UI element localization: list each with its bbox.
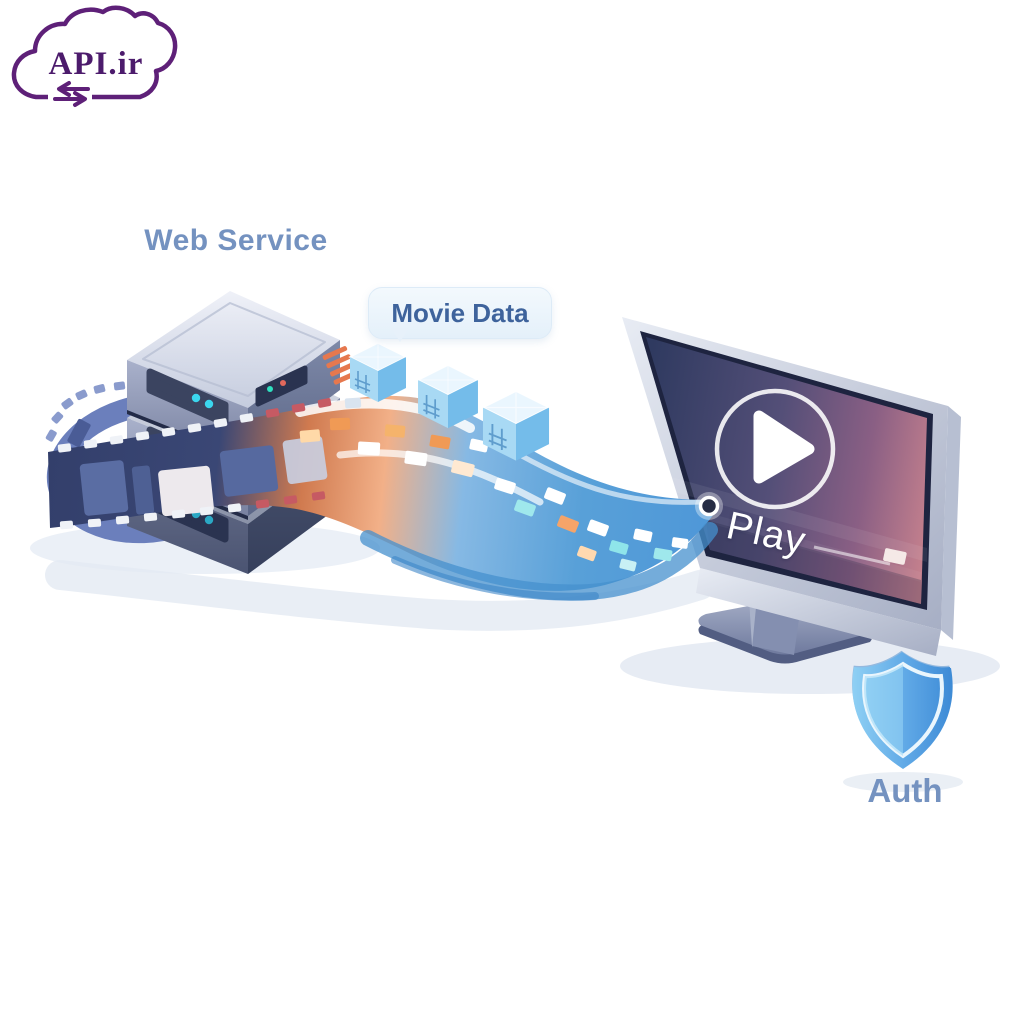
movie-data-label: Movie Data bbox=[391, 297, 529, 328]
web-service-label: Web Service bbox=[144, 224, 328, 257]
data-cube-icon bbox=[348, 342, 408, 402]
monitor-side-edge bbox=[941, 406, 961, 640]
shield-highlight bbox=[864, 664, 903, 756]
auth-label: Auth bbox=[867, 772, 943, 809]
stream-entry-dot-icon bbox=[695, 492, 723, 520]
screen-bottom-shade bbox=[706, 520, 921, 604]
auth-shield-icon bbox=[852, 650, 953, 769]
film-frames bbox=[79, 435, 328, 517]
stream-packets bbox=[299, 397, 689, 572]
data-stream-icon bbox=[48, 395, 723, 601]
sync-arrows-icon bbox=[53, 81, 90, 107]
monitor-icon bbox=[622, 317, 961, 664]
film-strip-icon bbox=[48, 395, 714, 591]
progress-bar-icon[interactable] bbox=[813, 545, 907, 566]
data-cube-icon bbox=[480, 390, 552, 461]
data-cube-icon bbox=[416, 364, 480, 429]
film-sprockets-top bbox=[57, 398, 332, 453]
monitor-bottom-bezel bbox=[696, 568, 941, 656]
cloud-logo-icon bbox=[11, 5, 178, 107]
film-sprockets-bottom bbox=[59, 491, 326, 530]
screen-reflection bbox=[680, 505, 921, 582]
movie-data-cubes bbox=[348, 342, 552, 461]
movie-data-tooltip: Movie Data bbox=[368, 287, 552, 342]
play-button-icon[interactable] bbox=[714, 388, 836, 510]
screen-reflection bbox=[646, 470, 927, 562]
monitor-screen bbox=[646, 337, 927, 604]
logo-text: API.ir bbox=[48, 46, 144, 82]
